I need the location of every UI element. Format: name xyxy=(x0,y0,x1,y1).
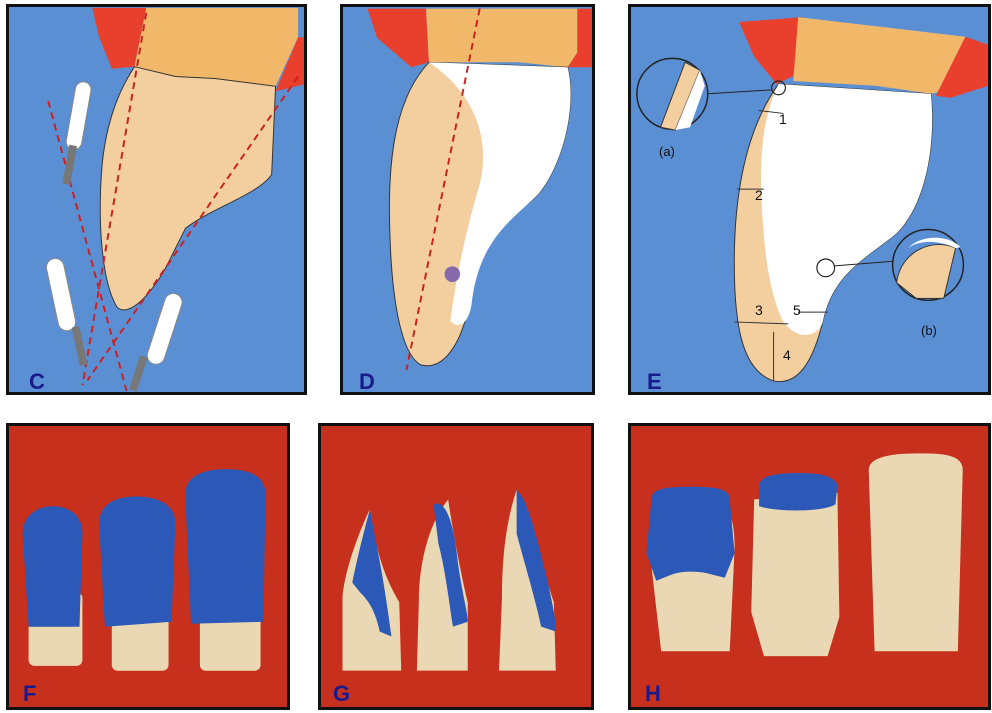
photo-h xyxy=(631,426,988,707)
panel-c: C xyxy=(6,4,307,395)
detail-a-leader xyxy=(708,90,772,94)
panel-h: H xyxy=(628,423,991,710)
model-f2 xyxy=(99,497,175,671)
photo-g xyxy=(321,426,591,707)
diagram-d xyxy=(343,7,592,392)
measure-label-5: 5 xyxy=(793,302,801,318)
measure-label-1: 1 xyxy=(779,111,787,127)
enamel-top xyxy=(793,17,965,94)
measure-label-3: 3 xyxy=(755,302,763,318)
panel-label-e: E xyxy=(647,369,662,395)
detail-label-a: (a) xyxy=(659,144,675,159)
bur-3 xyxy=(129,291,184,391)
panel-label-d: D xyxy=(359,369,375,395)
model-f3 xyxy=(185,469,265,671)
panel-label-h: H xyxy=(645,681,661,707)
panel-e: 1 2 3 4 5 (a) (b) E xyxy=(628,4,991,395)
gum-left xyxy=(367,9,429,68)
model-h3 xyxy=(869,453,963,651)
bur-2 xyxy=(45,257,88,366)
photo-f xyxy=(9,426,287,707)
measure-label-2: 2 xyxy=(755,187,763,203)
model-g3 xyxy=(499,490,556,671)
model-h1 xyxy=(646,487,734,651)
panel-f: F xyxy=(6,423,290,710)
model-g1 xyxy=(343,509,402,670)
detail-label-b: (b) xyxy=(921,323,937,338)
model-g2 xyxy=(417,499,468,670)
panel-d: D xyxy=(340,4,595,395)
contact-dot xyxy=(445,266,461,282)
panel-label-f: F xyxy=(23,681,36,707)
gum-left xyxy=(739,17,803,84)
bur-1 xyxy=(62,81,92,185)
enamel-top xyxy=(426,9,577,68)
measure-label-4: 4 xyxy=(783,347,791,363)
model-h2 xyxy=(751,473,839,656)
tooth-body xyxy=(100,67,275,310)
panel-label-c: C xyxy=(29,369,45,395)
model-f1 xyxy=(23,506,83,666)
diagram-c xyxy=(9,7,304,392)
panel-label-g: G xyxy=(333,681,350,707)
panel-g: G xyxy=(318,423,594,710)
